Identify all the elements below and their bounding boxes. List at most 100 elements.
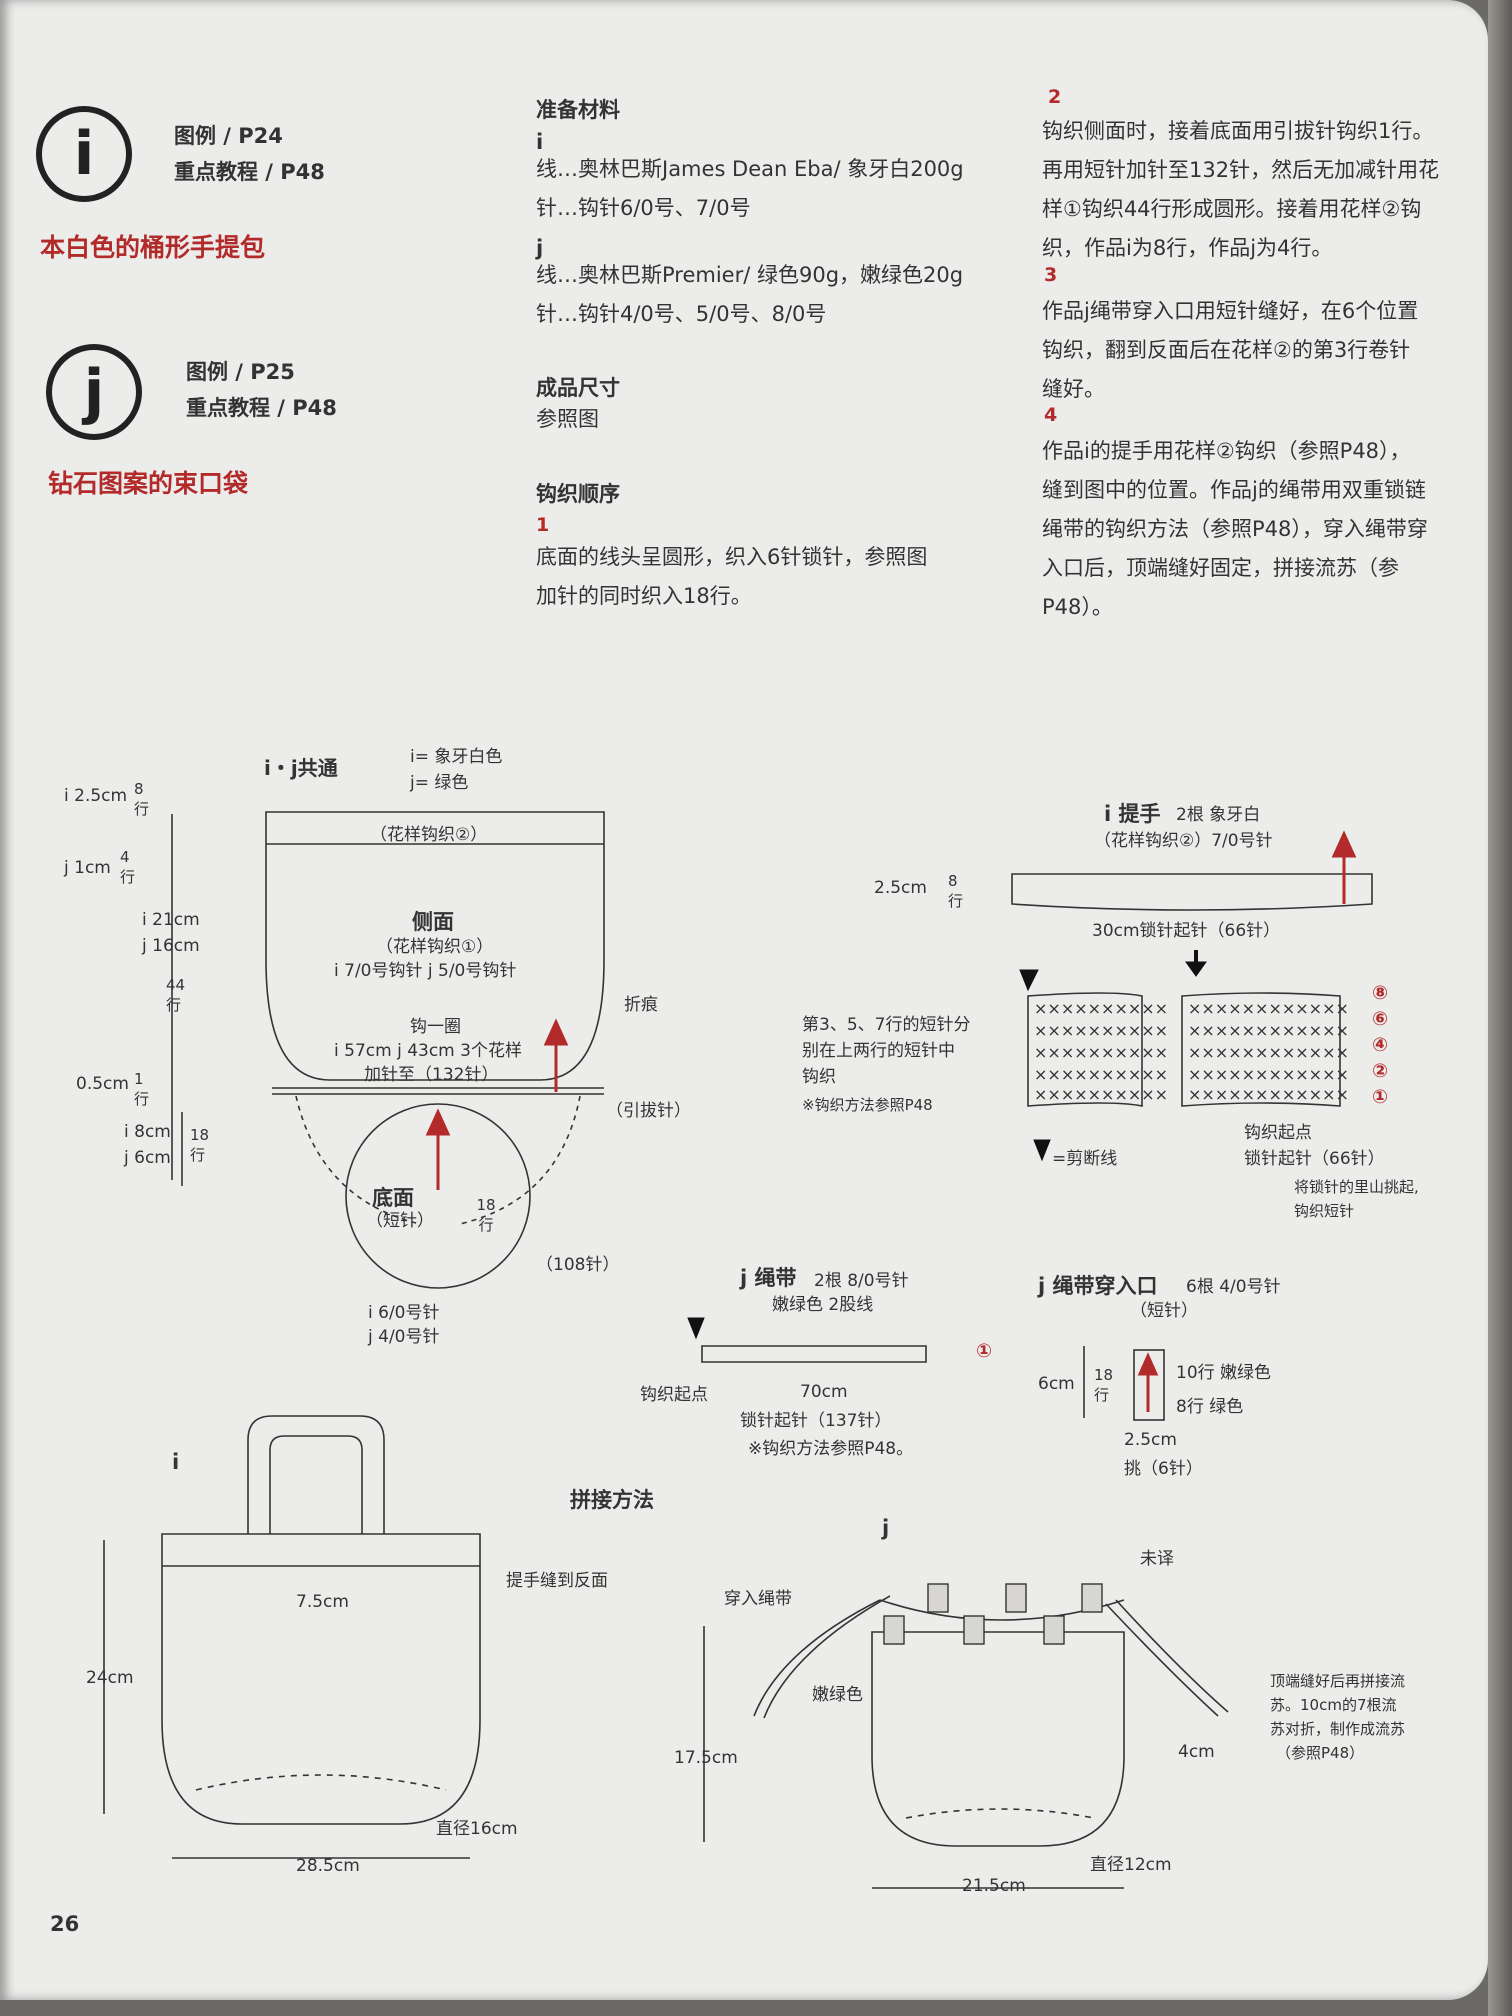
tutorial-i: 重点教程 / P48 <box>174 160 325 184</box>
assembly-j-label: j <box>882 1516 890 1540</box>
step-line: 再用短针加针至132针，然后无加减针用花 <box>1042 158 1440 182</box>
materials-j-hook: 针…钩针4/0号、5/0号、8/0号 <box>536 302 827 326</box>
cord-chain: 锁针起针（137针） <box>740 1411 892 1431</box>
step-number: 1 <box>536 514 550 536</box>
handle-title: i 提手 <box>1104 802 1161 826</box>
cut-line-label: =剪断线 <box>1052 1149 1118 1169</box>
dim-i-21: i 21cm <box>142 910 200 930</box>
loop-title: j 绳带穿入口 <box>1038 1274 1158 1298</box>
step-number: 2 <box>1048 86 1062 108</box>
step-line: 缝到图中的位置。作品j的绳带用双重锁链 <box>1042 478 1426 502</box>
chart-note-3: 钩织 <box>802 1067 836 1087</box>
svg-text:××××××××××××: ×××××××××××× <box>1188 1043 1349 1062</box>
step-line: 加针的同时织入18行。 <box>536 584 752 608</box>
increase-label-2: 加针至（132针） <box>364 1065 499 1085</box>
step-line: 缝好。 <box>1042 377 1105 401</box>
untranslated-label: 未译 <box>1140 1549 1174 1569</box>
band-label: （花样钩织②） <box>370 825 488 845</box>
step-line: 入口后，顶端缝好固定，拼接流苏（参 <box>1042 556 1399 580</box>
i-height: 24cm <box>86 1668 134 1688</box>
loop-rows: 18 行 <box>1094 1366 1114 1404</box>
increase-label-1: i 57cm j 43cm 3个花样 <box>334 1041 522 1061</box>
loop-rows-10: 10行 嫩绿色 <box>1176 1363 1272 1383</box>
j-height: 17.5cm <box>674 1748 738 1768</box>
page-number: 26 <box>50 1912 80 1936</box>
thread-label: 穿入绳带 <box>724 1589 792 1609</box>
dim-rows-4: 4 行 <box>120 848 136 886</box>
key-j: j= 绿色 <box>410 773 469 793</box>
common-title: i・j共通 <box>264 756 338 780</box>
title-i: 本白色的桶形手提包 <box>40 233 266 262</box>
assembly-i-label: i <box>172 1450 180 1474</box>
loop-spec: 6根 4/0号针 <box>1186 1277 1281 1297</box>
svg-text:××××××××××××: ×××××××××××× <box>1188 1085 1349 1104</box>
bottom-rows: 18 行 <box>476 1196 496 1234</box>
step-line: 作品i的提手用花样②钩织（参照P48）， <box>1042 439 1411 463</box>
assembly-heading: 拼接方法 <box>570 1488 654 1512</box>
bottom-hook-j: j 4/0号针 <box>368 1327 440 1347</box>
row-label: ② <box>1372 1060 1389 1082</box>
dim-rows-1: 1 行 <box>134 1070 150 1108</box>
handle-spec: 2根 象牙白 <box>1176 805 1261 825</box>
dim-i-8: i 8cm <box>124 1122 171 1142</box>
order-heading: 钩织顺序 <box>536 482 620 506</box>
size-text: 参照图 <box>536 407 599 431</box>
step-line: P48）。 <box>1042 595 1113 619</box>
chart-tip-2: 钩织短针 <box>1294 1202 1355 1220</box>
tassel-length: 4cm <box>1178 1742 1215 1762</box>
bottom-title: 底面 <box>372 1186 414 1210</box>
dim-rows-44: 44 行 <box>166 976 186 1014</box>
badge-i: i <box>36 106 132 202</box>
book-page <box>0 0 1488 2000</box>
side-pattern: （花样钩织①） <box>376 937 494 957</box>
i-width: 28.5cm <box>296 1856 360 1876</box>
materials-i-hook: 针…钩针6/0号、7/0号 <box>536 196 751 220</box>
legend-i: 图例 / P24 <box>174 124 283 148</box>
cord-spec: 2根 8/0号针 <box>814 1271 909 1291</box>
chart-start-2: 锁针起针（66针） <box>1244 1149 1385 1169</box>
dim-j-top: j 1cm <box>64 858 111 878</box>
size-heading: 成品尺寸 <box>536 376 620 400</box>
loop-pick: 挑（6针） <box>1124 1459 1203 1479</box>
chart-start-1: 钩织起点 <box>1244 1123 1312 1143</box>
step-line: 底面的线头呈圆形，织入6针锁针，参照图 <box>536 545 928 569</box>
step-line: 钩织，翻到反面后在花样②的第3行卷针 <box>1042 338 1411 362</box>
slip-stitch-label: （引拔针） <box>606 1101 691 1121</box>
cord-title: j 绳带 <box>740 1266 797 1290</box>
svg-text:××××××××××: ×××××××××× <box>1034 1021 1168 1040</box>
step-line: 绳带的钩织方法（参照P48），穿入绳带穿 <box>1042 517 1428 541</box>
i-diameter: 直径16cm <box>436 1819 518 1839</box>
svg-text:××××××××××: ×××××××××× <box>1034 1085 1168 1104</box>
svg-text:××××××××××: ×××××××××× <box>1034 999 1168 1018</box>
materials-i-yarn: 线…奥林巴斯James Dean Eba/ 象牙白200g <box>536 157 964 181</box>
dim-rows-18: 18 行 <box>190 1126 210 1164</box>
loop-rows-8: 8行 绿色 <box>1176 1397 1244 1417</box>
key-i: i= 象牙白色 <box>410 747 503 767</box>
title-j: 钻石图案的束口袋 <box>48 469 249 498</box>
dim-i-top: i 2.5cm <box>64 786 128 806</box>
dim-05: 0.5cm <box>76 1074 129 1094</box>
cord-start: 钩织起点 <box>640 1385 708 1405</box>
handle-chain: 30cm锁针起针（66针） <box>1092 921 1281 941</box>
svg-text:××××××××××××: ×××××××××××× <box>1188 999 1349 1018</box>
chart-ref: ※钩织方法参照P48 <box>802 1096 933 1114</box>
handle-rows: 8 行 <box>948 872 964 910</box>
chart-note-2: 别在上两行的短针中 <box>802 1041 955 1061</box>
svg-text:××××××××××××: ×××××××××××× <box>1188 1065 1349 1084</box>
stitch-108: （108针） <box>536 1255 620 1275</box>
j-color-label: 嫩绿色 <box>812 1685 863 1705</box>
svg-text:××××××××××: ×××××××××× <box>1034 1065 1168 1084</box>
chart-note-1: 第3、5、7行的短针分 <box>802 1015 971 1035</box>
legend-j: 图例 / P25 <box>186 360 295 384</box>
bottom-sc: （短针） <box>366 1211 434 1231</box>
j-diameter: 直径12cm <box>1090 1855 1172 1875</box>
row-label: ⑧ <box>1372 982 1389 1004</box>
step-line: 钩织侧面时，接着底面用引拔针钩织1行。 <box>1042 119 1434 143</box>
handle-pattern: （花样钩织②）7/0号针 <box>1094 831 1273 851</box>
svg-text:××××××××××××: ×××××××××××× <box>1188 1021 1349 1040</box>
j-width: 21.5cm <box>962 1876 1026 1896</box>
step-line: 样①钩织44行形成圆形。接着用花样②钩 <box>1042 197 1422 221</box>
materials-i-label: i <box>536 130 544 154</box>
svg-text:××××××××××: ×××××××××× <box>1034 1043 1168 1062</box>
handle-gap: 7.5cm <box>296 1592 349 1612</box>
